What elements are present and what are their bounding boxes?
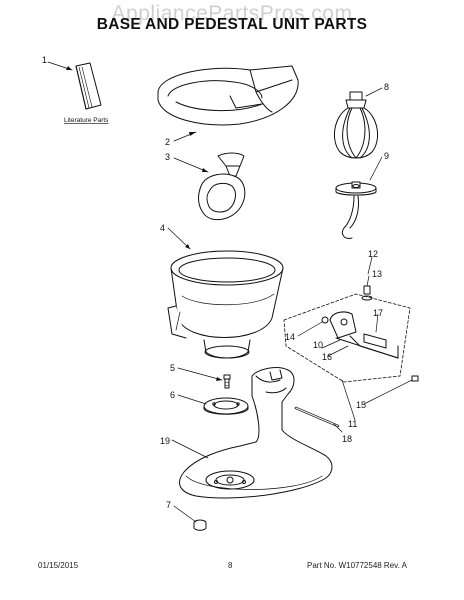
- literature-parts-label: Literature Parts: [64, 117, 109, 124]
- footer-part-number: Part No. W10772548 Rev. A: [307, 561, 407, 570]
- callout-13: 13: [372, 269, 382, 279]
- callout-10: 10: [313, 340, 323, 350]
- callout-18: 18: [342, 434, 352, 444]
- footer-date: 01/15/2015: [38, 561, 79, 570]
- literature-booklet: [75, 62, 102, 110]
- clamp-plate: [203, 397, 249, 415]
- callout-1: 1: [42, 55, 47, 65]
- callout-14: 14: [285, 332, 295, 342]
- callout-6: 6: [170, 390, 175, 400]
- callout-4: 4: [160, 223, 165, 233]
- pouring-shield: [157, 65, 299, 126]
- callout-19: 19: [160, 436, 170, 446]
- mixing-bowl: [167, 250, 284, 359]
- callout-12: 12: [368, 249, 378, 259]
- pin: [294, 406, 340, 428]
- footer-page-number: 8: [228, 561, 233, 570]
- wire-whip: [333, 91, 379, 159]
- callout-17: 17: [373, 308, 383, 318]
- screw: [223, 374, 231, 389]
- callout-9: 9: [384, 151, 389, 161]
- callout-2: 2: [165, 137, 170, 147]
- callout-15: 15: [356, 400, 366, 410]
- callout-7: 7: [166, 500, 171, 510]
- bowl-lift-assembly: [283, 285, 419, 383]
- callout-3: 3: [165, 152, 170, 162]
- callout-16: 16: [322, 352, 332, 362]
- callout-11: 11: [348, 419, 357, 429]
- flat-beater: [198, 152, 246, 221]
- callout-8: 8: [384, 82, 389, 92]
- callout-5: 5: [170, 363, 175, 373]
- page-title: BASE AND PEDESTAL UNIT PARTS: [96, 16, 368, 33]
- foot: [193, 519, 207, 531]
- pedestal-base: [179, 367, 333, 499]
- watermark: AppliancePartsPros.com: [111, 2, 353, 25]
- dough-hook: [335, 181, 377, 239]
